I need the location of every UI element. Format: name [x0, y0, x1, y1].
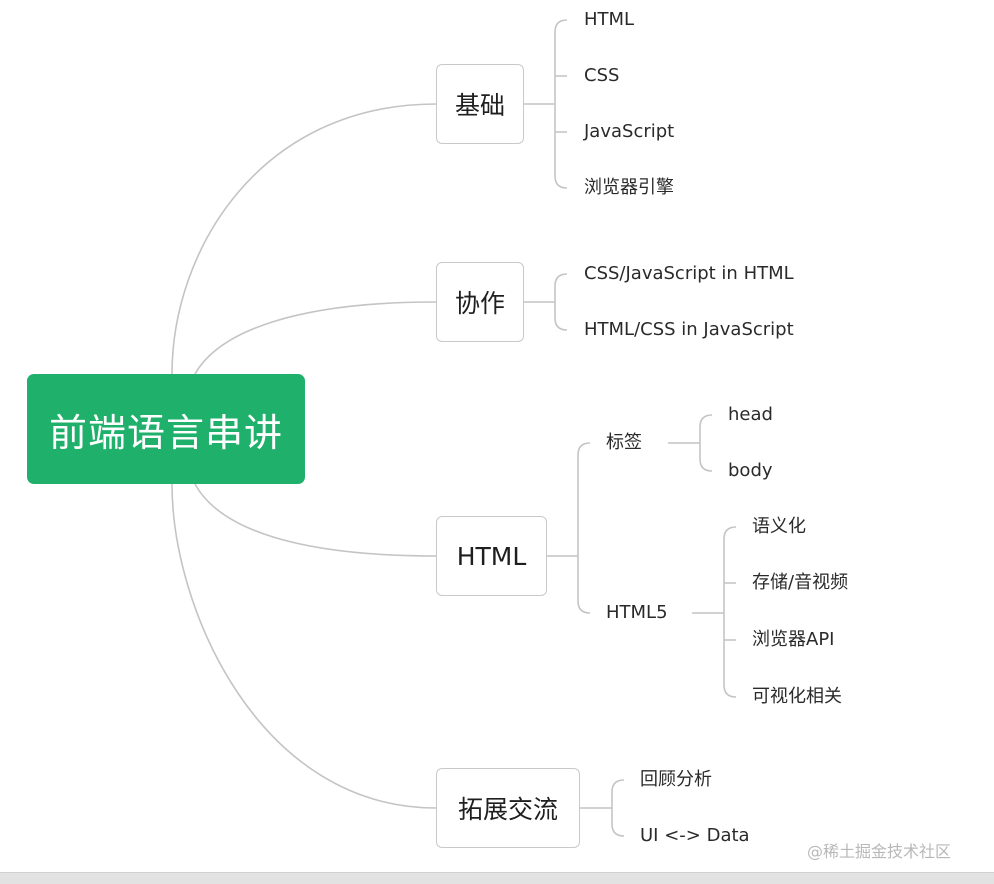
- sub-branch-biaoqian[interactable]: 标签: [606, 432, 642, 453]
- leaf-jichu-javascript[interactable]: JavaScript: [584, 121, 675, 142]
- leaf-html5-storage-media[interactable]: 存储/音视频: [752, 572, 849, 593]
- branch-xiezuo[interactable]: 协作: [436, 262, 524, 342]
- leaf-jichu-css[interactable]: CSS: [584, 65, 620, 86]
- link-html5-bracket: [692, 526, 737, 698]
- sub-branch-html5[interactable]: HTML5: [606, 602, 668, 623]
- leaf-html5-visualization[interactable]: 可视化相关: [752, 686, 842, 707]
- leaf-html5-browser-api[interactable]: 浏览器API: [752, 629, 835, 650]
- link-biaoqian-bracket: [668, 414, 713, 472]
- branch-jichu[interactable]: 基础: [436, 64, 524, 144]
- leaf-jichu-html[interactable]: HTML: [584, 9, 635, 30]
- link-html-bracket: [547, 442, 591, 614]
- branch-html[interactable]: HTML: [436, 516, 547, 596]
- link-root-tuozhan: [171, 483, 437, 809]
- link-jichu-bracket: [524, 19, 568, 189]
- link-tuozhan-bracket: [580, 779, 625, 837]
- leaf-jichu-browser-engine[interactable]: 浏览器引擎: [584, 177, 674, 198]
- branch-tuozhan[interactable]: 拓展交流: [436, 768, 580, 848]
- leaf-biaoqian-body[interactable]: body: [728, 460, 773, 481]
- leaf-xiezuo-html-css-in-js[interactable]: HTML/CSS in JavaScript: [584, 319, 794, 340]
- leaf-xiezuo-css-js-in-html[interactable]: CSS/JavaScript in HTML: [584, 263, 794, 284]
- leaf-tuozhan-ui-data[interactable]: UI <-> Data: [640, 825, 750, 846]
- leaf-biaoqian-head[interactable]: head: [728, 404, 773, 425]
- link-root-xiezuo: [194, 301, 437, 375]
- leaf-html5-semantic[interactable]: 语义化: [752, 516, 806, 537]
- link-root-html: [194, 483, 437, 557]
- leaf-tuozhan-review[interactable]: 回顾分析: [640, 769, 712, 790]
- horizontal-scrollbar[interactable]: [0, 872, 994, 884]
- root-node[interactable]: 前端语言串讲: [27, 374, 305, 484]
- watermark: @稀土掘金技术社区: [807, 842, 952, 861]
- link-root-jichu: [171, 103, 437, 375]
- link-xiezuo-bracket: [524, 273, 568, 331]
